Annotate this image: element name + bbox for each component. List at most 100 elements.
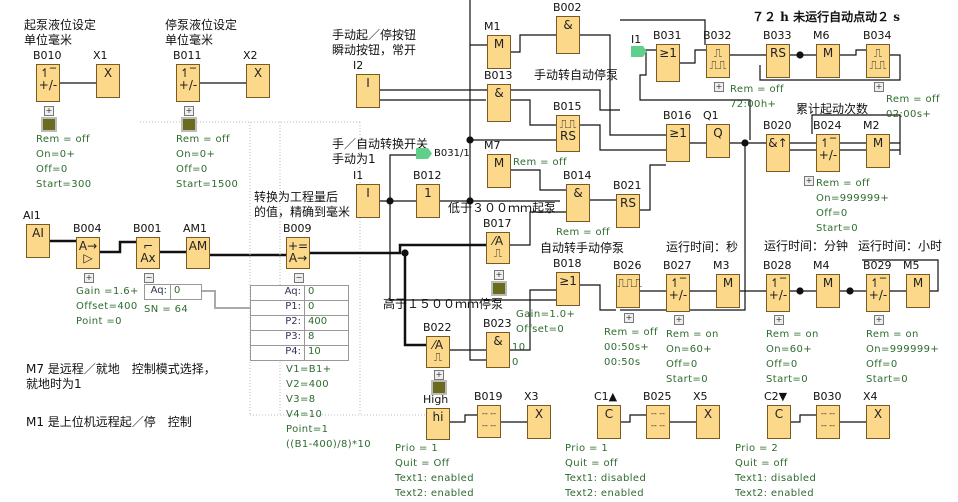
connector-flag-icon[interactable] xyxy=(631,46,647,57)
b001-aq-readout: Aq:0 xyxy=(144,284,202,300)
expand-plus-icon[interactable]: + xyxy=(44,106,54,116)
note-run-min: 运行时间：分钟 xyxy=(764,239,849,253)
block-b018[interactable]: B018≥1 xyxy=(553,258,582,306)
b009-parameter-table: Aq:0 P1:0 P2:400 P3:8 P4:10 xyxy=(250,285,349,361)
expand-plus-icon[interactable]: + xyxy=(434,370,444,380)
params-b001-sn: SN = 64 xyxy=(144,304,189,315)
parameter-note-icon[interactable] xyxy=(491,281,507,296)
block-b009[interactable]: B009+= A→ xyxy=(283,223,312,269)
block-b026[interactable]: B026⎍⎍⎍ xyxy=(613,260,642,308)
expand-plus-icon[interactable]: + xyxy=(874,315,884,325)
collapse-minus-icon[interactable]: − xyxy=(294,273,304,283)
block-c2[interactable]: C2▼C xyxy=(764,391,791,439)
block-b028[interactable]: B028↿‾ +/- xyxy=(763,260,792,312)
expand-plus-icon[interactable]: + xyxy=(804,176,814,186)
block-b023[interactable]: B023& xyxy=(483,318,512,368)
block-b011[interactable]: B011↿‾ +/- xyxy=(173,50,202,102)
expand-plus-icon[interactable]: + xyxy=(84,273,94,283)
block-b030[interactable]: B030-- -- -- -- xyxy=(813,391,842,439)
expand-plus-icon[interactable]: + xyxy=(184,106,194,116)
expand-plus-icon[interactable]: + xyxy=(714,82,724,92)
parameter-note-icon[interactable] xyxy=(181,117,197,132)
block-b019[interactable]: B019-- -- -- -- xyxy=(474,391,503,438)
note-start-count: 累计起动次数 xyxy=(796,102,869,116)
note-convert: 转换为工程量后的值，精确到毫米 xyxy=(254,190,351,219)
block-b034[interactable]: B034⎍ ⎍⎍ xyxy=(863,30,892,78)
note-manual-button: 手动起／停按钮瞬动按钮，常开 xyxy=(332,28,417,57)
note-stop-level: 停泵液位设定单位毫米 xyxy=(165,18,238,47)
block-b032[interactable]: B032⎍ ⎍⎍ xyxy=(703,30,732,78)
block-c1[interactable]: C1▲C xyxy=(594,391,621,439)
block-b001[interactable]: B001⌐ Ax xyxy=(133,223,162,269)
block-b024[interactable]: B024↿‾ +/- xyxy=(813,120,842,172)
block-b031[interactable]: B031≥1 xyxy=(653,30,682,82)
block-b014[interactable]: B014& xyxy=(563,170,592,222)
expand-plus-icon[interactable]: + xyxy=(774,315,784,325)
params-b014: Rem = off xyxy=(556,227,610,238)
expand-plus-icon[interactable]: + xyxy=(674,315,684,325)
expand-plus-icon[interactable]: + xyxy=(494,270,504,280)
parameter-note-icon[interactable] xyxy=(431,380,447,395)
block-b016[interactable]: B016≥1 xyxy=(663,110,692,162)
block-b013[interactable]: B013& xyxy=(484,70,513,122)
note-mode-switch: 手／自动转换开关手动为1 xyxy=(332,137,429,166)
block-b027[interactable]: B027↿‾ +/- xyxy=(663,260,692,312)
block-b022[interactable]: B022⁄A ⎍ xyxy=(423,322,452,368)
flag-b031-ref: B031/1 xyxy=(434,148,470,159)
note-start-level: 起泵液位设定单位毫米 xyxy=(24,18,97,47)
note-above-1500: 高于１５００ｍｍ停泵 xyxy=(383,297,504,311)
note-run-sec: 运行时间：秒 xyxy=(666,240,739,254)
block-b002[interactable]: B002& xyxy=(553,2,582,54)
expand-plus-icon[interactable]: + xyxy=(624,313,634,323)
block-b029[interactable]: B029↿‾ +/- xyxy=(863,260,892,312)
parameter-note-icon[interactable] xyxy=(41,117,57,132)
block-b015[interactable]: B015⎍⎍ RS xyxy=(553,101,582,152)
note-auto-to-manual: 自动转手动停泵 xyxy=(540,241,625,255)
block-b020[interactable]: B020&↑ xyxy=(763,120,792,172)
expand-plus-icon[interactable]: + xyxy=(874,82,884,92)
note-m1: M1 是上位机远程起／停 控制 xyxy=(26,415,192,429)
block-b025[interactable]: B025-- -- -- -- xyxy=(643,391,672,439)
collapse-minus-icon[interactable]: − xyxy=(144,273,154,283)
note-m7: M7 是远程／就地 控制模式选择，就地时为1 xyxy=(26,362,216,391)
params-b017: Gain=1.0+Offset=0 xyxy=(516,309,576,335)
block-b010[interactable]: B010↿‾ +/- xyxy=(33,50,62,102)
flag-i1-ref: I1 xyxy=(631,33,642,46)
connector-flag-icon[interactable] xyxy=(416,148,432,159)
block-b017[interactable]: B017⁄A ⎍ xyxy=(483,218,512,264)
